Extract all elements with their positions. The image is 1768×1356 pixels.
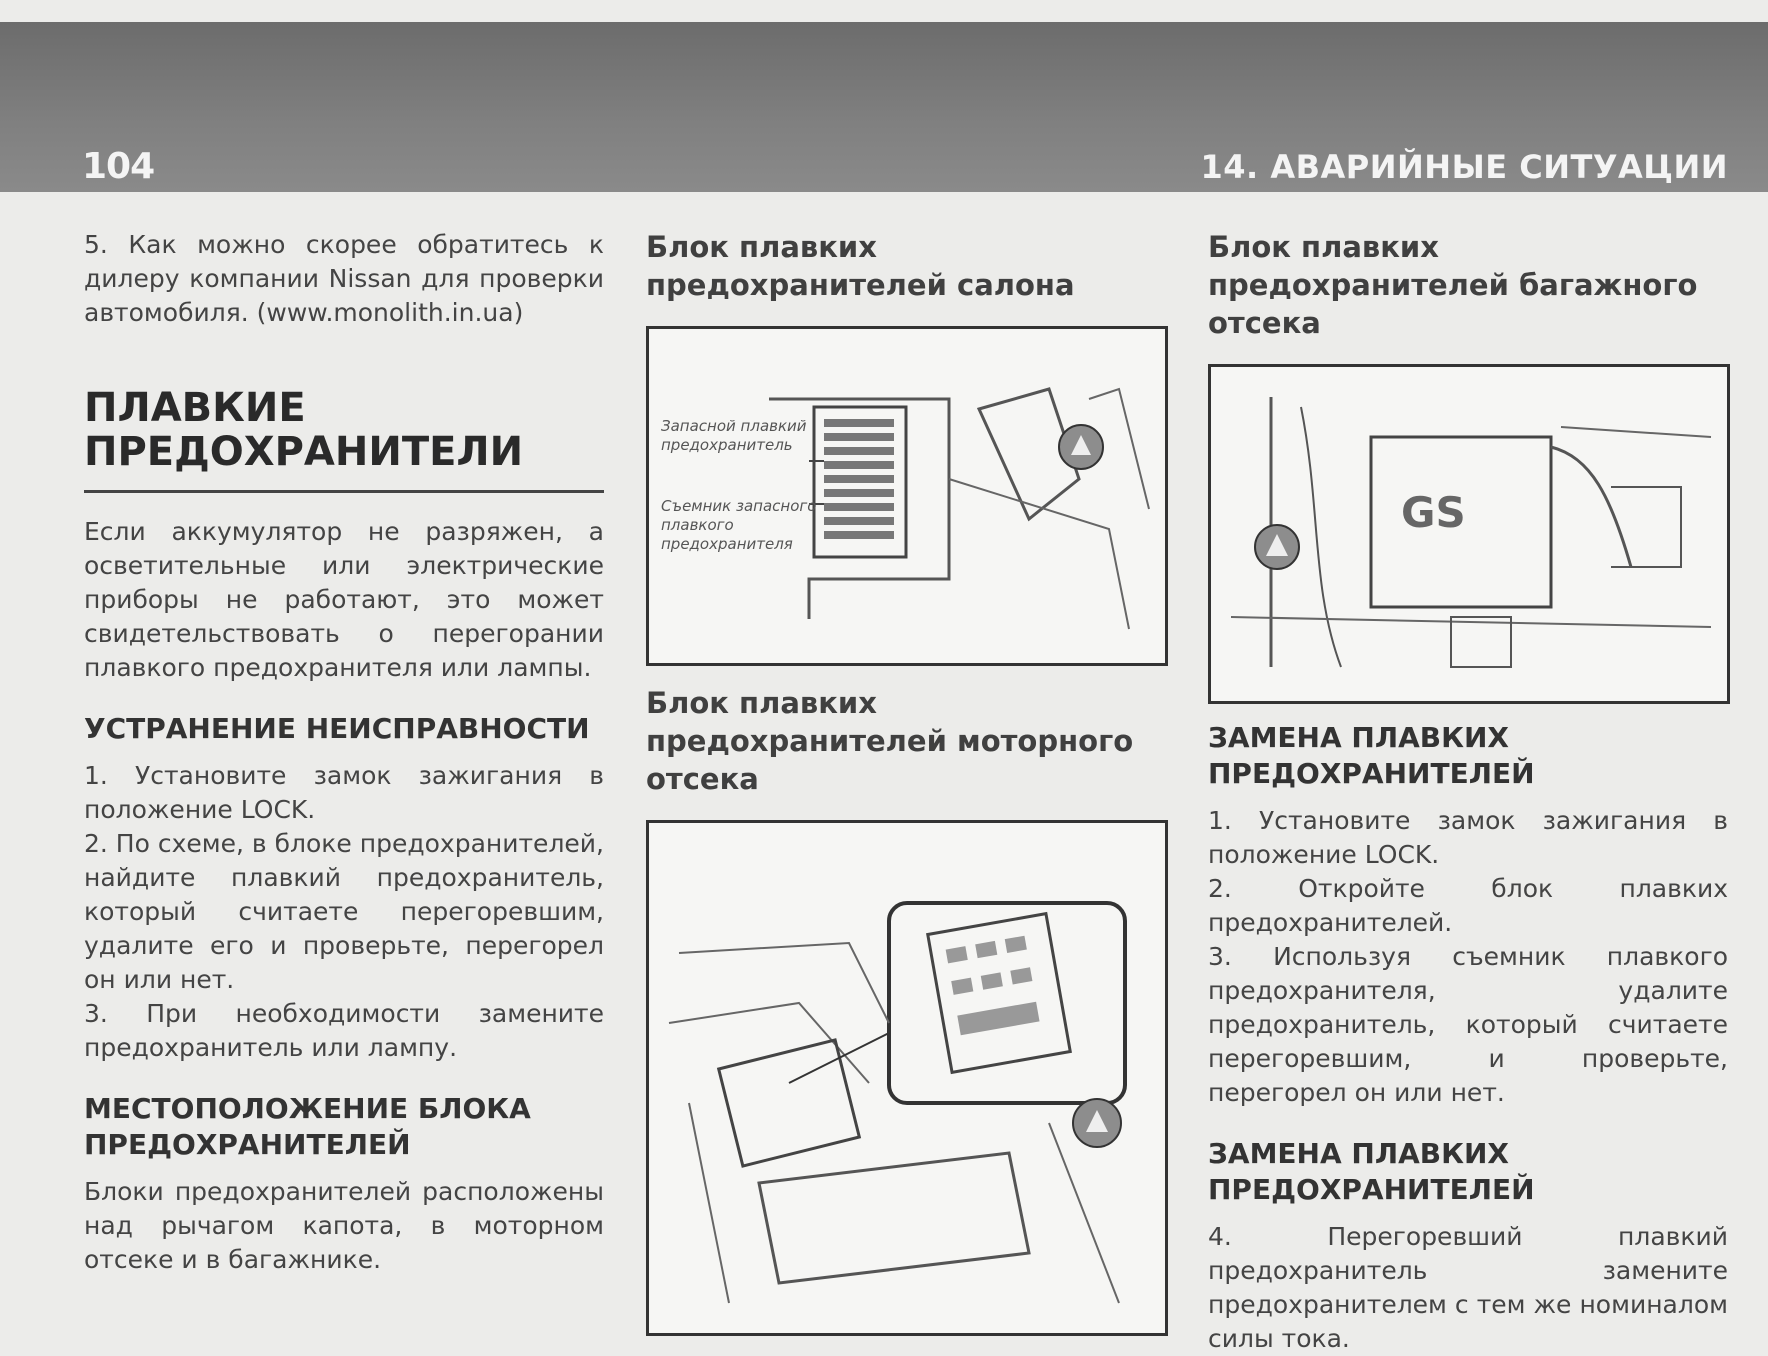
replace-heading-2: ЗАМЕНА ПЛАВКИХ ПРЕДОХРАНИТЕЛЕЙ [1208, 1137, 1535, 1206]
intro-paragraph: 5. Как можно скорее обратитесь к дилеру … [84, 230, 604, 327]
trunk-fuse-caption: Блок плавких предохранителей багажного о… [1208, 230, 1698, 340]
troubleshoot-step-1: 1. Установите замок зажигания в положени… [84, 761, 604, 824]
engine-fuse-caption: Блок плавких предохранителей моторного о… [646, 686, 1134, 796]
column-middle: Блок плавких предохранителей салона Запа… [646, 228, 1168, 1336]
fuses-intro-paragraph: Если аккумулятор не разряжен, а осветите… [84, 517, 604, 682]
column-right: Блок плавких предохранителей багажного о… [1208, 228, 1730, 1356]
engine-fuse-diagram [646, 820, 1168, 1336]
column-left: 5. Как можно скорее обратитесь к дилеру … [84, 228, 604, 1277]
engine-fuse-drawing [668, 901, 1127, 1304]
section-title: 14. АВАРИЙНЫЕ СИТУАЦИИ [1200, 148, 1728, 186]
fuses-heading: ПЛАВКИЕ ПРЕДОХРАНИТЕЛИ [84, 386, 604, 493]
replace-step-1: 1. Установите замок зажигания в положени… [1208, 806, 1728, 869]
troubleshoot-step-3: 3. При необходимости замените предохрани… [84, 999, 604, 1062]
replace-heading-1: ЗАМЕНА ПЛАВКИХ ПРЕДОХРАНИТЕЛЕЙ [1208, 721, 1535, 790]
location-heading: МЕСТОПОЛОЖЕНИЕ БЛОКА ПРЕДОХРАНИТЕЛЕЙ [84, 1092, 531, 1161]
cabin-fuse-drawing [769, 387, 1150, 630]
trunk-fuse-diagram: GS [1208, 364, 1730, 704]
replace-step-4: 4. Перегоревший плавкий предохранитель з… [1208, 1222, 1728, 1353]
replace-step-2: 2. Откройте блок плавких предохранителей… [1208, 874, 1728, 937]
troubleshoot-step-2: 2. По схеме, в блоке предохранителей, на… [84, 829, 604, 994]
cabin-fuse-diagram: Запасной плавкий предохранитель Съемник … [646, 326, 1168, 666]
cabin-fuse-caption: Блок плавких предохранителей салона [646, 230, 1075, 302]
battery-brand-mark: GS [1401, 488, 1466, 537]
page-number: 104 [82, 146, 155, 187]
fuse-puller-label: Съемник запасного плавкого предохранител… [661, 497, 817, 553]
page-header-band: 104 14. АВАРИЙНЫЕ СИТУАЦИИ [0, 22, 1768, 192]
troubleshoot-heading: УСТРАНЕНИЕ НЕИСПРАВНОСТИ [84, 712, 590, 745]
spare-fuse-label: Запасной плавкий предохранитель [661, 417, 807, 454]
location-paragraph: Блоки предохранителей расположены над ры… [84, 1177, 604, 1274]
trunk-fuse-drawing: GS [1230, 397, 1712, 668]
replace-step-3: 3. Используя съемник плавкого предохрани… [1208, 942, 1728, 1107]
